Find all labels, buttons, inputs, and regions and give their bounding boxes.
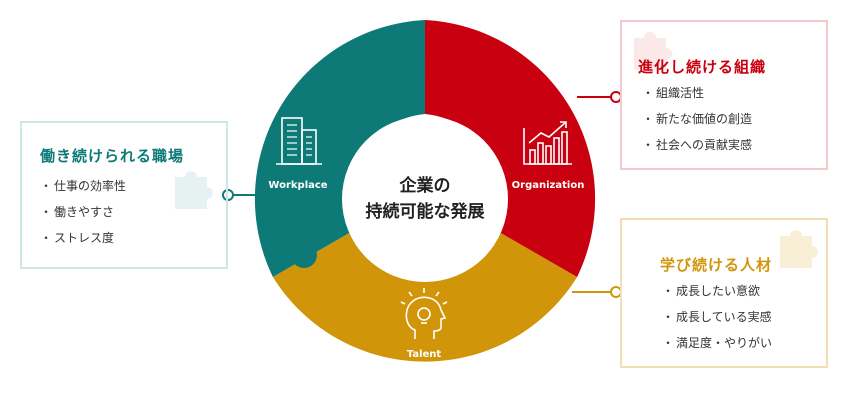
segment-talent [272,230,578,362]
knob-talent [516,258,542,284]
knob-organization [428,55,454,81]
center-title-line1: 企業の [399,175,451,196]
box-talent: 学び続ける人材 成長したい意欲 成長している実感 満足度・やりがい [620,218,828,368]
segment-label-talent: Talent [407,349,442,360]
segment-workplace [254,20,425,277]
puzzle-piece-icon [780,230,818,268]
box-title-talent: 学び続ける人材 [660,256,773,274]
puzzle-piece-icon [634,32,672,70]
segment-organization [425,20,596,277]
connector-dot-workplace [222,189,234,201]
list-item: 働きやすさ [40,199,126,225]
box-list-talent: 成長したい意欲 成長している実感 満足度・やりがい [662,278,772,356]
box-list-workplace: 仕事の効率性 働きやすさ ストレス度 [40,173,126,251]
list-item: 満足度・やりがい [662,330,772,356]
box-list-organization: 組織活性 新たな価値の創造 社会への貢献実感 [642,80,752,158]
list-item: 組織活性 [642,80,752,106]
box-organization: 進化し続ける組織 組織活性 新たな価値の創造 社会への貢献実感 [620,20,828,170]
list-item: ストレス度 [40,225,126,251]
lightbulb-head-icon [400,288,448,339]
box-workplace: 働き続けられる職場 仕事の効率性 働きやすさ ストレス度 [20,121,228,269]
bar-chart-growth-icon [523,121,572,165]
office-building-icon [276,117,322,165]
knob-workplace [291,242,317,268]
puzzle-piece-icon [175,171,213,209]
center-circle [342,116,508,282]
box-title-workplace: 働き続けられる職場 [40,147,185,165]
center-title-line2: 持続可能な発展 [366,201,485,222]
list-item: 新たな価値の創造 [642,106,752,132]
list-item: 社会への貢献実感 [642,132,752,158]
list-item: 成長したい意欲 [662,278,772,304]
box-title-organization: 進化し続ける組織 [638,58,767,76]
list-item: 成長している実感 [662,304,772,330]
list-item: 仕事の効率性 [40,173,126,199]
segment-label-workplace: Workplace [268,180,327,191]
segment-label-organization: Organization [512,180,585,191]
